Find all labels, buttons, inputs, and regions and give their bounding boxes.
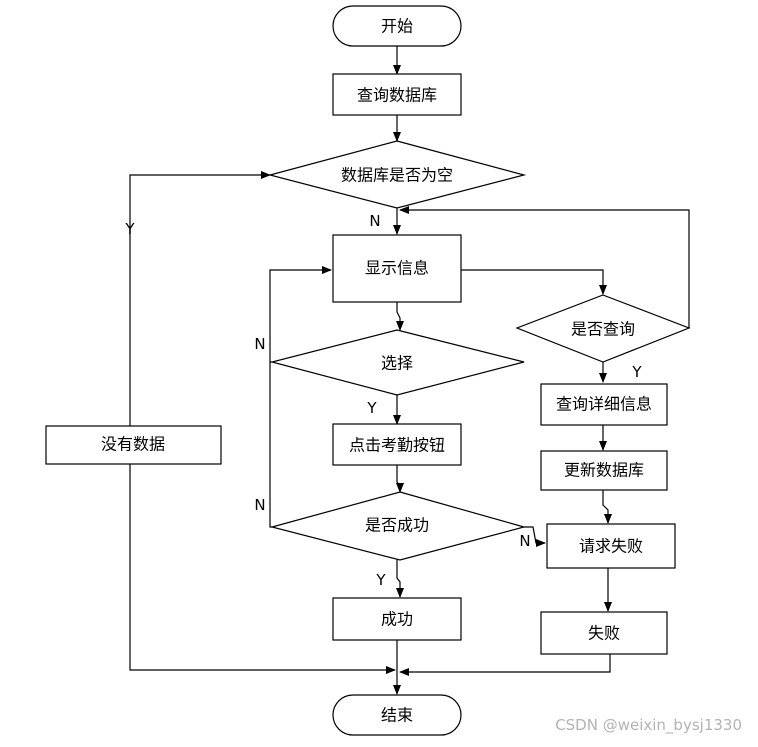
success-no-right-label: N xyxy=(519,532,530,550)
query-yes-label: Y xyxy=(631,363,642,381)
edge-fail-to-merge xyxy=(399,654,611,676)
show-info-box xyxy=(332,234,462,303)
choose-label: 选择 xyxy=(381,354,413,373)
fail-label: 失败 xyxy=(588,624,620,643)
db-empty-label: 数据库是否为空 xyxy=(341,166,453,185)
db-empty-decision xyxy=(267,140,527,209)
click-button-label: 点击考勤按钮 xyxy=(349,436,445,455)
flow-shapes xyxy=(45,5,691,736)
edge-issuccess-no-to-requestfail xyxy=(524,526,546,547)
is-success-decision xyxy=(269,491,527,561)
update-db-box xyxy=(540,450,668,491)
request-fail-label: 请求失败 xyxy=(579,537,643,556)
is-success-label: 是否成功 xyxy=(365,516,429,535)
node-labels: 开始 查询数据库 数据库是否为空 显示信息 选择 点击考勤按钮 是否成功 成功 … xyxy=(101,17,652,725)
success-yes-label: Y xyxy=(375,571,386,589)
fail-box xyxy=(540,611,668,655)
db-empty-yes-label: Y xyxy=(124,220,135,238)
db-empty-no-label: N xyxy=(369,212,380,230)
edge-show-to-choose xyxy=(396,302,404,331)
start-terminal xyxy=(332,5,462,47)
choose-yes-label: Y xyxy=(366,399,377,417)
edge-nodata-to-merge xyxy=(129,464,396,674)
request-fail-box xyxy=(546,523,676,569)
is-query-label: 是否查询 xyxy=(571,320,635,339)
edge-click-to-issuccess xyxy=(396,465,404,493)
success-box xyxy=(332,597,462,641)
success-label: 成功 xyxy=(381,610,413,629)
edge-choose-no-loop xyxy=(269,266,332,363)
success-no-loop-label: N xyxy=(254,496,265,514)
edge-show-to-isquery xyxy=(461,269,607,295)
no-data-label: 没有数据 xyxy=(101,435,165,454)
query-db-label: 查询数据库 xyxy=(357,86,437,105)
edge-issuccess-yes-to-success xyxy=(396,560,404,598)
query-detail-box xyxy=(540,383,668,426)
watermark: CSDN @weixin_bysj1330 xyxy=(555,716,742,735)
start-label: 开始 xyxy=(381,17,413,36)
edge-dbempty-yes-to-nodata xyxy=(129,171,271,426)
edge-issuccess-no-loop xyxy=(269,362,272,528)
edge-update-to-requestfail xyxy=(602,490,612,524)
show-info-label: 显示信息 xyxy=(365,259,429,278)
update-db-label: 更新数据库 xyxy=(564,461,644,480)
is-query-decision xyxy=(515,294,691,363)
no-data-box xyxy=(45,425,222,465)
choose-decision xyxy=(269,329,525,396)
query-db-box xyxy=(332,73,462,116)
query-detail-label: 查询详细信息 xyxy=(556,395,652,414)
edge-isquery-no-loop xyxy=(399,206,690,328)
end-terminal xyxy=(332,694,462,736)
choose-no-label: N xyxy=(254,335,265,353)
edge-labels: Y N N Y N N Y Y xyxy=(124,212,642,589)
end-label: 结束 xyxy=(381,706,413,725)
click-button-box xyxy=(332,423,462,466)
